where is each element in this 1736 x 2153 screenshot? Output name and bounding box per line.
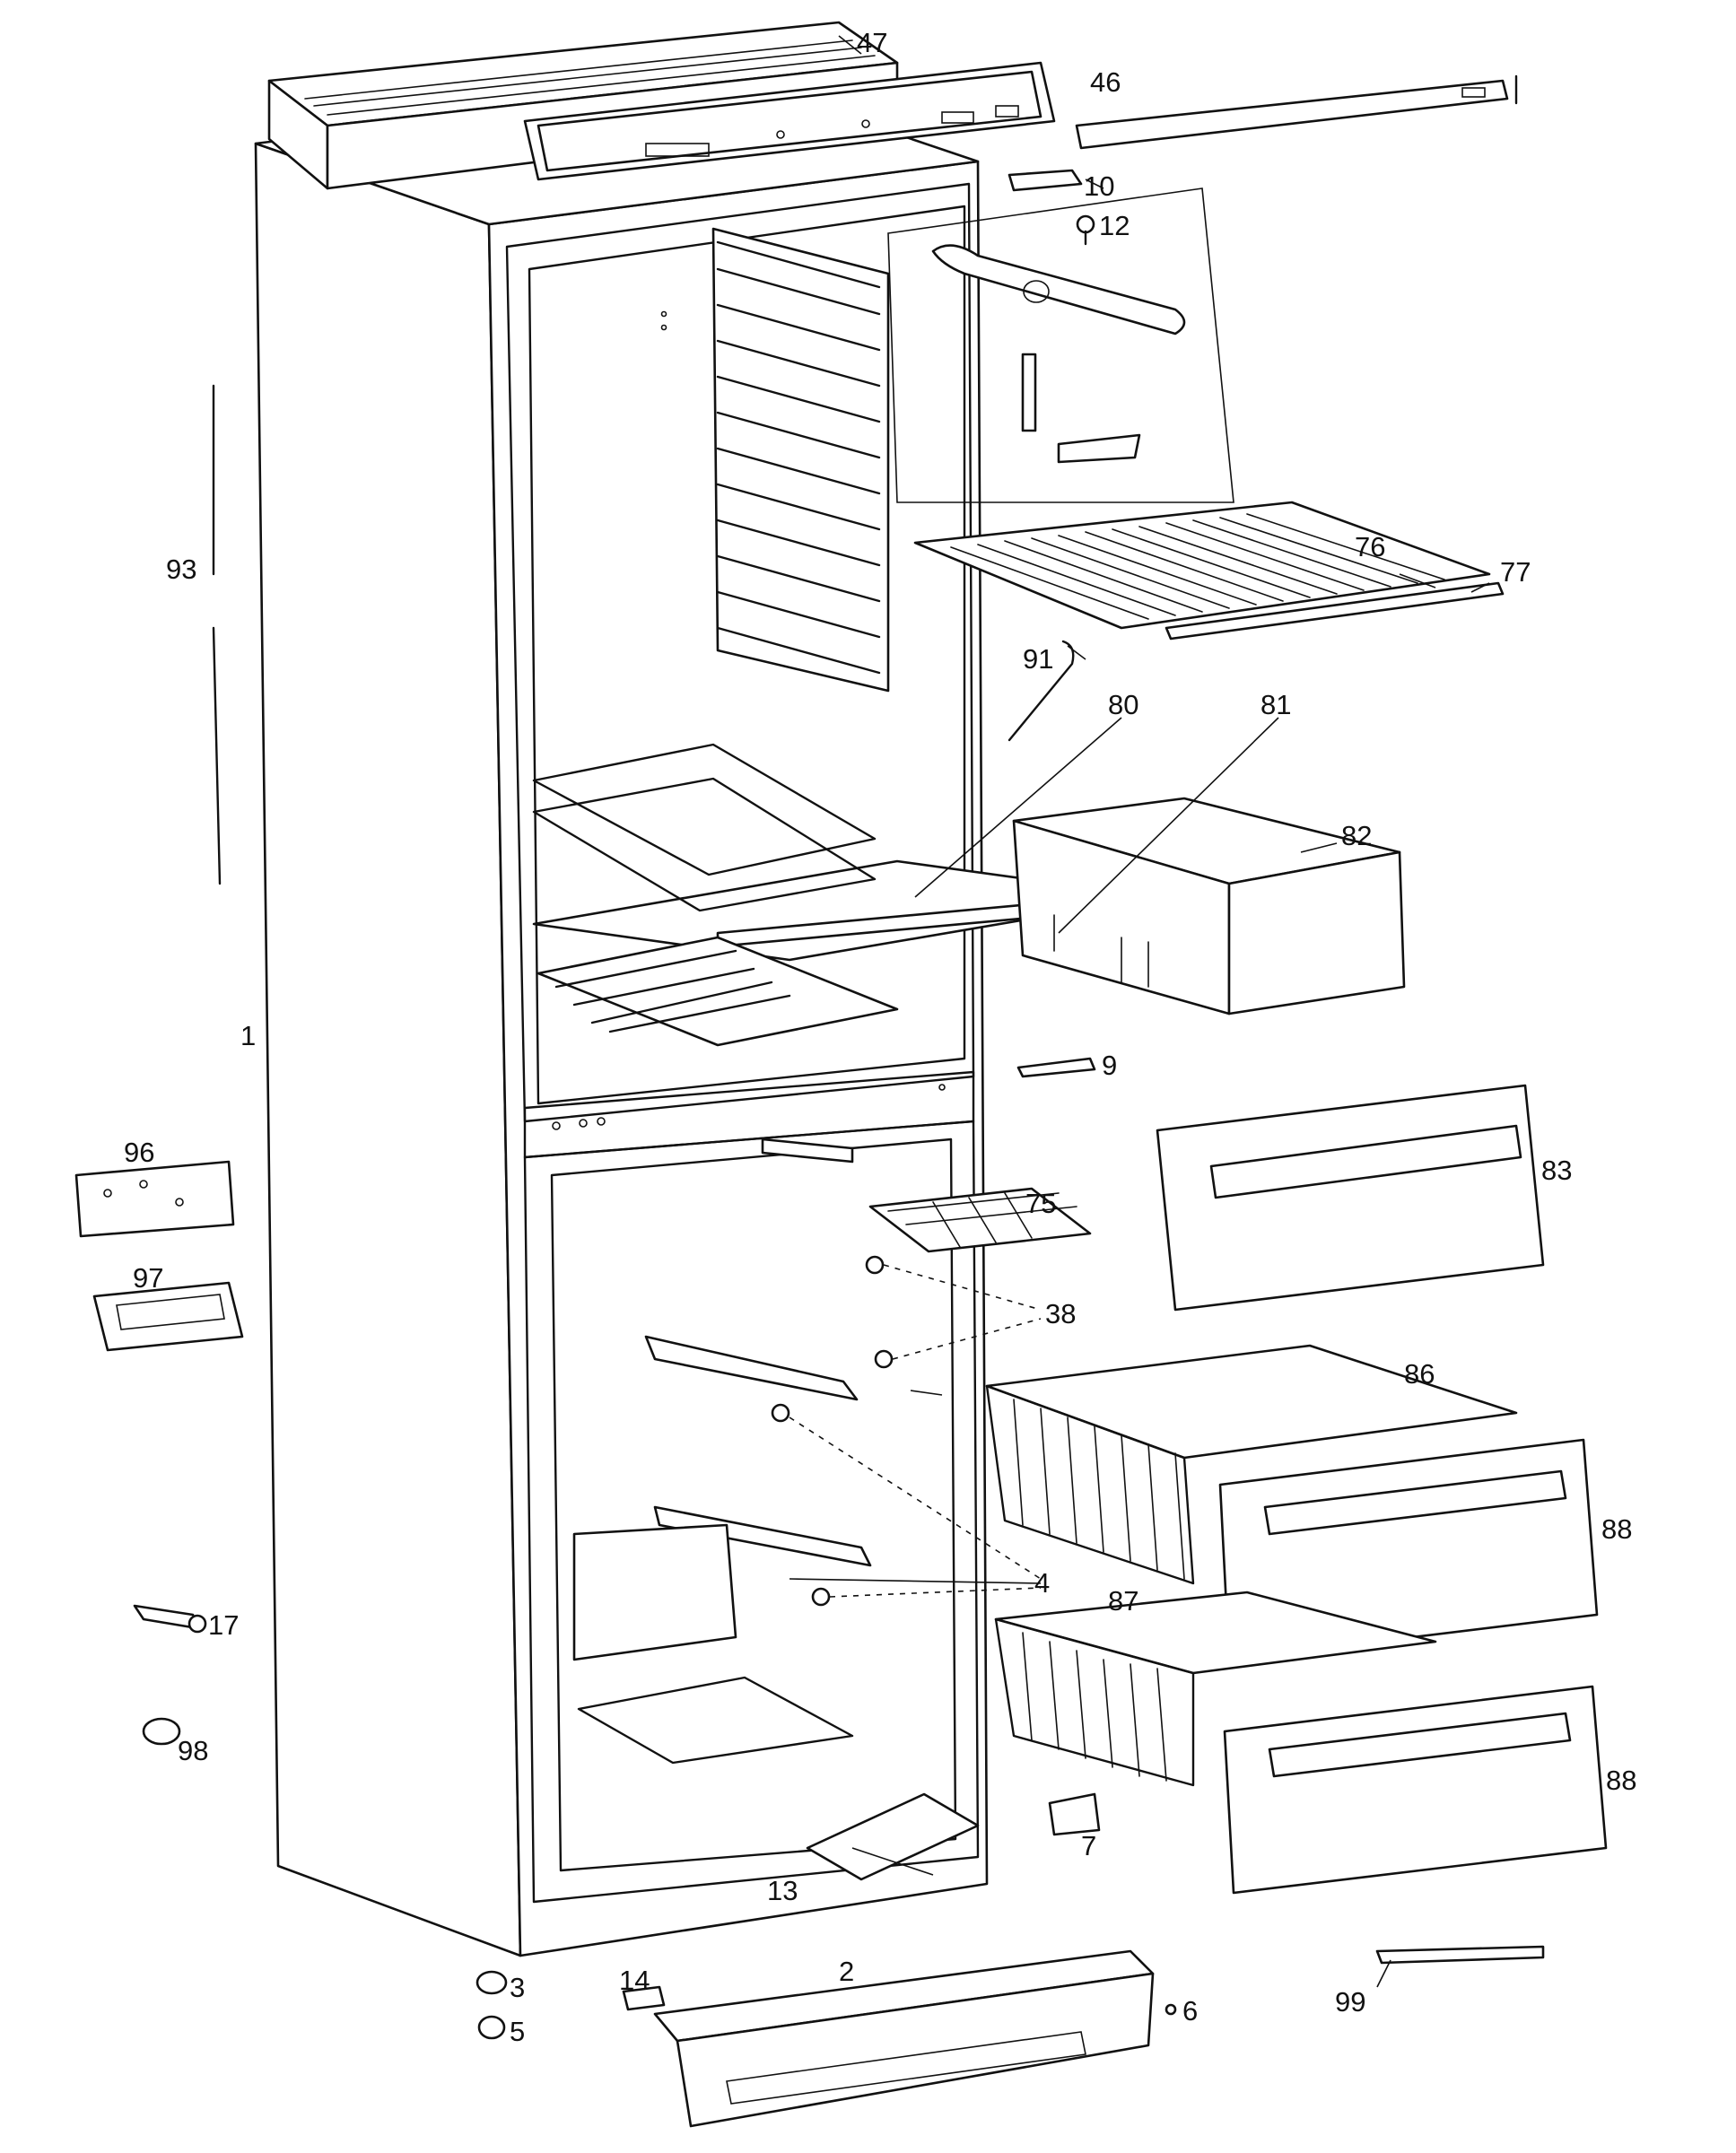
callout-14: 14: [619, 1965, 650, 1996]
stud-leader-lines: [789, 1264, 1042, 1598]
wire-shelf: [913, 501, 1491, 630]
shelf-trim-strip: [1165, 581, 1505, 641]
hinge-pin-bolt: [133, 1604, 207, 1634]
control-panel: [523, 61, 1056, 181]
callout-87: 87: [1108, 1585, 1138, 1617]
callout-80: 80: [1108, 689, 1138, 720]
kickplate: [653, 1949, 1155, 2128]
foot-nut: [477, 2015, 506, 2040]
freezer-floor-ribs: [537, 936, 899, 1047]
callout-82: 82: [1341, 820, 1372, 851]
callout-4: 4: [1034, 1567, 1050, 1599]
callout-91: 91: [1023, 643, 1053, 675]
callout-96: 96: [124, 1137, 154, 1168]
callout-7: 7: [1081, 1830, 1096, 1861]
callout-88-lower: 88: [1606, 1765, 1636, 1796]
callout-2: 2: [839, 1956, 854, 1987]
callout-1: 1: [240, 1020, 256, 1051]
callout-12: 12: [1099, 210, 1130, 241]
crisper-drawer-front-lower: [1223, 1685, 1608, 1895]
hinge-pin: [1016, 1057, 1096, 1078]
callout-38: 38: [1045, 1298, 1076, 1329]
screw: [1076, 214, 1095, 246]
door-handle: [92, 1281, 244, 1352]
callout-98: 98: [178, 1735, 208, 1766]
callout-97: 97: [133, 1262, 163, 1294]
callout-86: 86: [1404, 1358, 1435, 1390]
leveling-foot: [475, 1970, 508, 1995]
freezer-drawer-front: [1156, 1084, 1545, 1312]
lower-hinge: [1048, 1792, 1101, 1836]
hinge-bracket: [1008, 169, 1083, 192]
kickplate-clip: [622, 1985, 666, 2011]
door-stop: [1375, 1945, 1545, 1965]
callout-47: 47: [857, 27, 887, 58]
hinge-plate: [74, 1160, 235, 1238]
callout-17: 17: [208, 1609, 239, 1641]
callout-10: 10: [1084, 170, 1114, 202]
callout-88-upper: 88: [1601, 1513, 1632, 1545]
top-front-rail: [1075, 74, 1518, 150]
wire-basket-upper: [985, 1344, 1518, 1585]
vertical-gasket-strip: [212, 384, 222, 885]
callout-83: 83: [1541, 1155, 1572, 1186]
thermostat-inset-frame: [887, 187, 1234, 503]
shelf-support-rails: [572, 1138, 872, 1765]
freezer-shelf-fins: [660, 227, 890, 693]
callout-75: 75: [1025, 1188, 1056, 1219]
bottom-rail: [806, 1792, 980, 1881]
freezer-compartment-tray: [532, 743, 877, 912]
leader-lines: [789, 35, 1490, 1988]
callout-3: 3: [510, 1972, 525, 2003]
callout-13: 13: [767, 1875, 798, 1906]
callout-6: 6: [1182, 1995, 1198, 2027]
callout-77: 77: [1500, 556, 1531, 588]
ice-cube-tray: [868, 1187, 1092, 1253]
callout-99: 99: [1335, 1986, 1365, 2018]
callout-93: 93: [166, 554, 196, 585]
callout-5: 5: [510, 2016, 525, 2047]
thermostat-probe: [931, 244, 1186, 464]
bushing: [142, 1717, 181, 1746]
hanger-clip: [1008, 640, 1075, 742]
callout-81: 81: [1261, 689, 1291, 720]
callout-9: 9: [1102, 1050, 1117, 1081]
callout-76: 76: [1355, 531, 1385, 562]
shelf-support-studs: [771, 1255, 894, 1607]
wire-basket-lower: [994, 1591, 1437, 1787]
small-screw: [1165, 2003, 1177, 2016]
callout-46: 46: [1090, 66, 1121, 98]
freezer-drawer-bin: [1012, 797, 1406, 1015]
